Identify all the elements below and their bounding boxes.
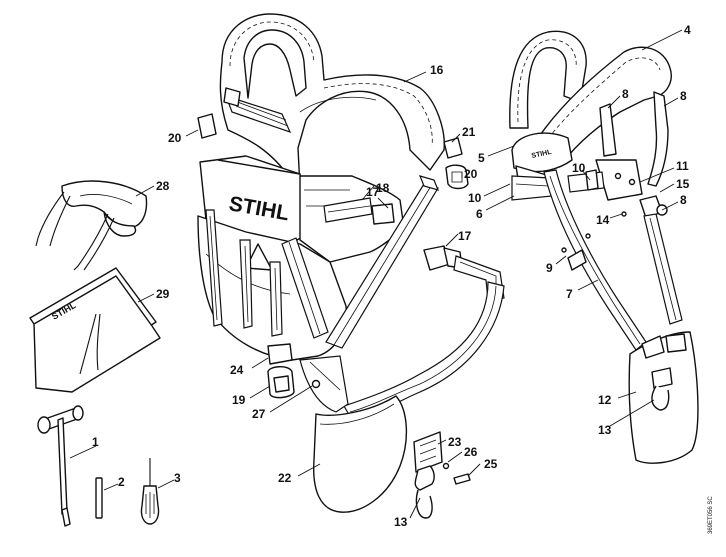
callout-3: 3 [174,471,181,485]
callout-4: 4 [684,23,691,37]
callout-27: 27 [252,407,266,421]
callout-21: 21 [462,125,476,139]
leader-lines [69,29,683,519]
callout-17b: 17 [458,229,472,243]
safety-glasses [35,180,148,271]
callout-10b: 10 [572,161,586,175]
callout-13b: 13 [394,515,408,529]
callout-13a: 13 [598,423,612,437]
callout-25: 25 [484,457,498,471]
callout-20b: 20 [464,167,478,181]
tool-pouch: STIHL [29,267,161,393]
callout-22: 22 [278,471,292,485]
callout-24: 24 [230,363,244,377]
callout-16: 16 [430,63,444,77]
callout-8a: 8 [622,87,629,101]
callout-10a: 10 [468,191,482,205]
callout-1: 1 [92,435,99,449]
callout-5: 5 [478,151,485,165]
callout-19: 19 [232,393,246,407]
callout-11: 11 [676,159,689,173]
combination-wrench [37,405,84,527]
callout-8b: 8 [680,89,687,103]
pin [95,477,103,519]
callout-7: 7 [566,287,573,301]
callout-14: 14 [596,213,610,227]
callout-28: 28 [156,179,170,193]
callout-29: 29 [156,287,170,301]
callout-numbers: 1 2 3 4 5 6 7 8 8 8 9 10 10 11 12 13 13 … [92,23,691,529]
callout-8c: 8 [680,193,687,207]
full-harness: STIHL [197,13,505,519]
callout-23: 23 [448,435,462,449]
callout-18: 18 [376,181,390,195]
yoke-brand-logo: STIHL [531,149,553,160]
screwdriver [140,458,160,525]
callout-2: 2 [118,475,125,489]
callout-15: 15 [676,177,690,191]
callout-12: 12 [598,393,612,407]
callout-26: 26 [464,445,478,459]
shoulder-harness: STIHL [509,30,699,464]
callout-17a: 17 [366,185,380,199]
callout-20a: 20 [168,131,182,145]
callout-6: 6 [476,207,483,221]
drawing-code: 369ET056 SC [708,496,714,534]
callout-9: 9 [546,261,553,275]
